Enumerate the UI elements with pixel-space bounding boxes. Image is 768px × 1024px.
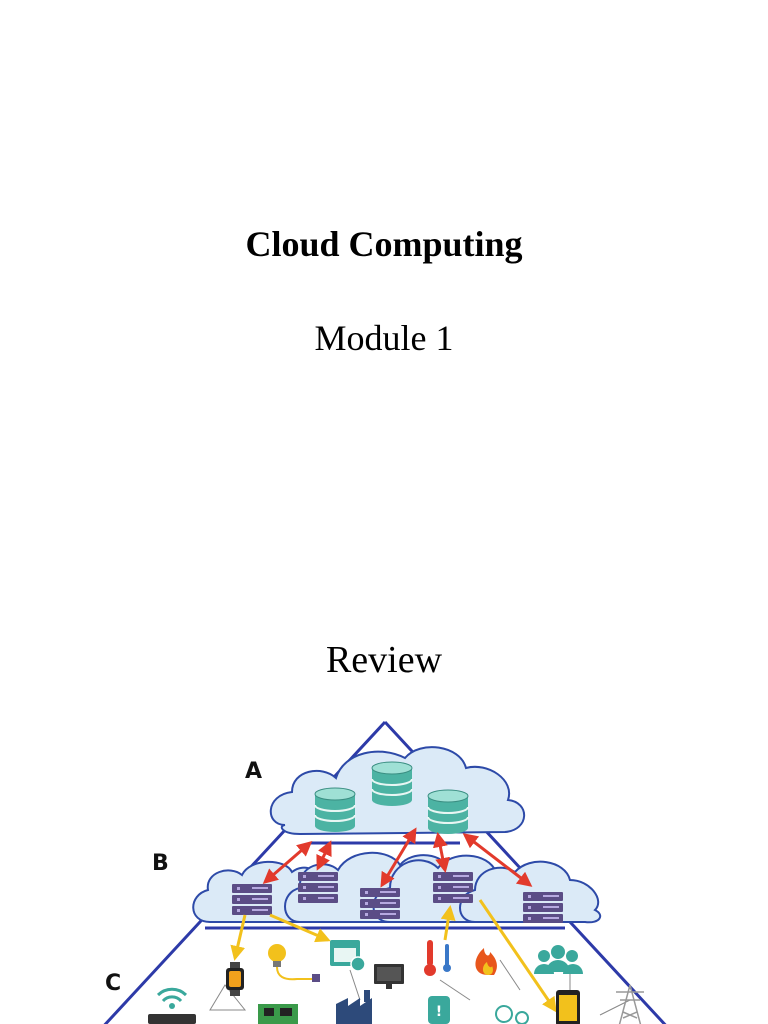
smartwatch-icon <box>226 962 244 996</box>
factory-icon <box>336 990 372 1024</box>
module-subtitle: Module 1 <box>314 318 454 358</box>
red-arrows <box>262 827 533 888</box>
cloud-architecture-figure: A B C <box>60 700 710 1024</box>
layer-label-c: C <box>105 971 121 996</box>
power-tower-icon <box>616 984 644 1024</box>
calendar-icon <box>330 940 366 972</box>
server-icon <box>232 884 272 915</box>
server-icon <box>360 888 400 919</box>
lightbulb-icon <box>268 944 320 982</box>
cloud-pyramid-diagram: A B C <box>103 720 667 1024</box>
database-icon <box>371 761 413 807</box>
fire-icon <box>475 948 497 975</box>
layer-label-b: B <box>152 851 169 876</box>
thermometer-icon <box>424 940 451 976</box>
section-heading: Review <box>325 639 443 681</box>
monitor-icon <box>374 964 404 989</box>
server-icon <box>433 872 473 903</box>
layer-label-a: A <box>245 759 262 784</box>
server-icon <box>523 892 563 923</box>
vehicle-icon <box>495 1005 529 1024</box>
yellow-arrows <box>230 899 557 1013</box>
circuit-board-icon <box>258 1004 298 1024</box>
alert-device-icon: ! <box>428 996 450 1024</box>
svg-text:!: ! <box>436 1004 442 1020</box>
server-icon <box>298 872 338 903</box>
users-icon <box>534 945 583 974</box>
document-title: Cloud Computing <box>245 224 523 264</box>
wifi-router-icon <box>148 987 196 1024</box>
device-layer-c: ! <box>148 940 644 1024</box>
smartphone-icon <box>556 990 580 1024</box>
database-icon <box>314 787 356 833</box>
database-icon <box>427 789 469 835</box>
cloud-layer-a <box>269 746 526 836</box>
